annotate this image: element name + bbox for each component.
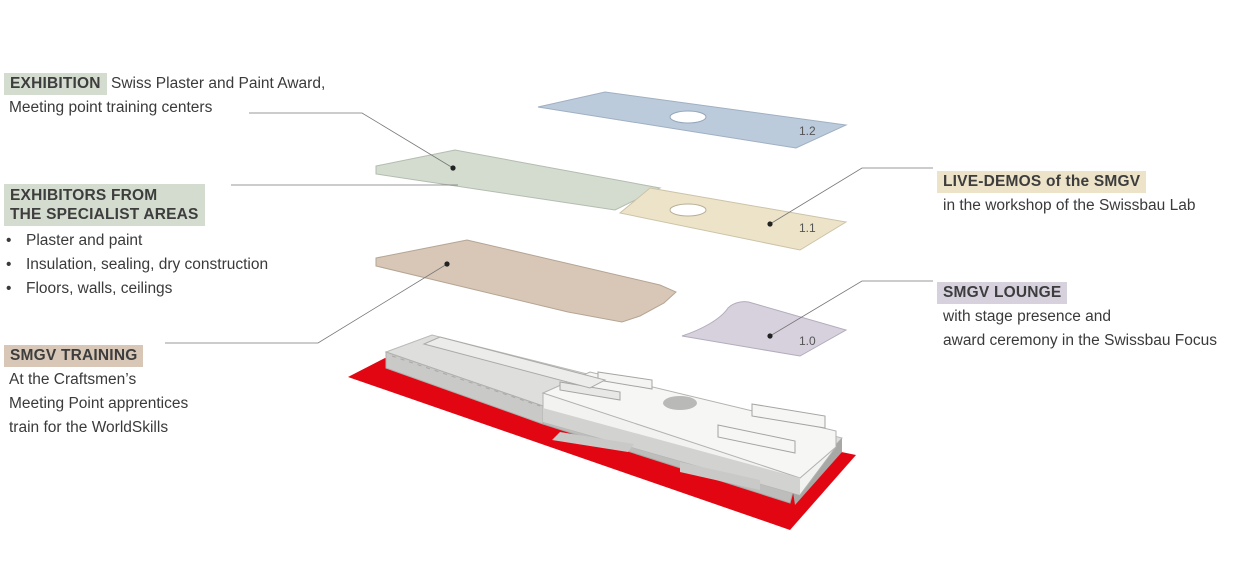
leader-lines [165,112,933,344]
lounge-tag: SMGV LOUNGE [937,282,1068,304]
floor-1-0-lounge [681,301,848,357]
livedemos-text: in the workshop of the Swissbau Lab [943,197,1196,214]
livedemos-tag: LIVE-DEMOS of the SMGV [937,171,1147,193]
floor-1-1-livedemos [618,187,848,251]
building-model [384,334,843,505]
floor-1-1-exhibition [375,149,662,211]
floor-label-1-0: 1.0 [799,334,816,348]
training-line: Meeting Point apprentices [9,395,189,412]
training-line: train for the WorldSkills [9,419,169,436]
floor-label-1-1: 1.1 [799,221,816,235]
livedemos-label: LIVE-DEMOS of the SMGV in the workshop o… [937,170,1195,218]
exhibition-tag: EXHIBITION [4,73,107,95]
exhibitors-item: Insulation, sealing, dry construction [4,253,268,277]
exhibitors-tag-line-1: EXHIBITORS FROM [10,187,158,204]
exhibitors-tag-line-2: THE SPECIALIST AREAS [10,206,199,223]
exhibitors-label: EXHIBITORS FROM THE SPECIALIST AREAS Pla… [4,184,268,301]
lounge-line: with stage presence and [943,308,1112,325]
floor-label-1-2: 1.2 [799,124,816,138]
exhibitors-item: Floors, walls, ceilings [4,277,268,301]
exhibitors-item: Plaster and paint [4,229,268,253]
exhibition-text-2: Meeting point training centers [9,99,213,116]
floor-1-0-training [375,239,677,323]
training-label: SMGV TRAINING At the Craftsmen’s Meeting… [4,344,188,440]
lounge-label: SMGV LOUNGE with stage presence and awar… [937,281,1217,353]
training-tag: SMGV TRAINING [4,345,144,367]
exhibition-label: EXHIBITION Swiss Plaster and Paint Award… [4,72,325,120]
exhibition-text-1: Swiss Plaster and Paint Award, [111,75,326,92]
lounge-line: award ceremony in the Swissbau Focus [943,332,1217,349]
training-line: At the Craftsmen’s [9,371,137,388]
